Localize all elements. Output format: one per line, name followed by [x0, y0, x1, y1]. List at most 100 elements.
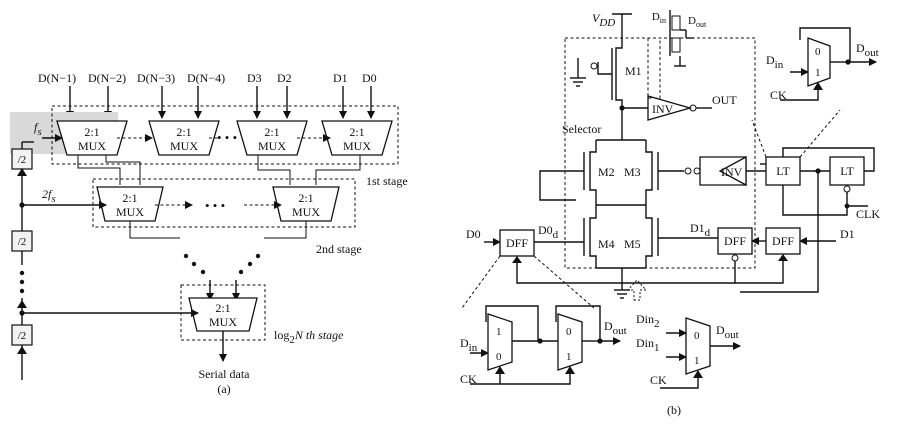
- mux-label-bottom: MUX: [209, 315, 237, 329]
- svg-text:/2: /2: [18, 236, 27, 248]
- caption-b: (b): [667, 403, 681, 417]
- svg-text:/2: /2: [18, 330, 27, 342]
- svg-text:Din: Din: [460, 336, 478, 354]
- mux-label-top: 2:1: [349, 125, 364, 139]
- inset-dff-master-slave: 1 0 Din 0 1 Dout CK: [460, 255, 627, 386]
- panel-b: VDD M1 INV OUT: [460, 10, 880, 417]
- clock-2fs-label: 2fs: [42, 187, 56, 205]
- svg-text:0: 0: [566, 326, 572, 338]
- svg-text:1: 1: [496, 326, 502, 338]
- svg-text:CK: CK: [770, 88, 787, 102]
- inset-2to1-mux: 0 1 Din2 Din1 Dout CK: [636, 312, 741, 389]
- svg-text:LT: LT: [840, 164, 854, 178]
- svg-text:1: 1: [694, 355, 700, 367]
- svg-text:0: 0: [694, 330, 700, 342]
- transistor-m4: M4: [583, 205, 615, 268]
- dff-d0: DFF: [499, 229, 535, 263]
- mux-label-bottom: MUX: [343, 139, 371, 153]
- out-label: OUT: [712, 93, 737, 107]
- stage-last-label: log2N th stage: [274, 328, 344, 346]
- svg-text:CK: CK: [650, 373, 667, 387]
- input-label-d1: D1: [333, 71, 348, 85]
- svg-text:Dout: Dout: [604, 319, 627, 337]
- svg-text:1: 1: [566, 351, 572, 363]
- mux-label-bottom: MUX: [170, 139, 198, 153]
- mux-label-top: 2:1: [176, 125, 191, 139]
- input-label-d0: D0: [362, 71, 377, 85]
- latch-lt-1: LT: [765, 156, 801, 186]
- input-arrows: [66, 86, 375, 119]
- stage-2-box: [92, 178, 356, 228]
- stage-1-label: 1st stage: [366, 174, 408, 188]
- output-inverter: INV OUT: [647, 93, 737, 121]
- mux-1-3: 2:1 MUX: [236, 120, 308, 156]
- vdd-label: VDD: [592, 11, 615, 29]
- input-label-dn1: D(N−1): [38, 71, 76, 85]
- mux-label-bottom: MUX: [258, 139, 286, 153]
- selector-label: Selector: [562, 122, 601, 136]
- mux-1-4: 2:1 MUX: [321, 120, 393, 156]
- svg-text:0: 0: [496, 351, 502, 363]
- svg-text:Din2: Din2: [636, 312, 660, 330]
- input-label-d3: D3: [247, 71, 262, 85]
- svg-text:M1: M1: [625, 64, 642, 78]
- mux-2-1: 2:1 MUX: [96, 186, 164, 222]
- inset-latch-mux: 0 1 Din Dout CK: [766, 27, 879, 102]
- d1d-label: D1d: [690, 221, 711, 239]
- svg-text:INV: INV: [721, 165, 743, 179]
- stage-1-dots: • • •: [217, 130, 237, 145]
- latch-lt-2: LT: [829, 156, 865, 193]
- svg-text:Dout: Dout: [856, 41, 879, 59]
- selector-detail-arrow: [626, 279, 648, 301]
- divider-chain: /2 /2 /2: [11, 141, 34, 380]
- svg-text:Din1: Din1: [636, 336, 660, 354]
- stage-2-dots: • • •: [205, 198, 225, 213]
- inset-inverter-transistor: Din Dout: [647, 10, 707, 99]
- d0-input-label: D0: [466, 227, 481, 241]
- mux-label-bottom: MUX: [116, 205, 144, 219]
- ground-icon: [614, 289, 630, 299]
- svg-text:CK: CK: [460, 372, 477, 386]
- svg-text:0: 0: [815, 46, 821, 58]
- mux-2-2: 2:1 MUX: [272, 186, 340, 222]
- converging-dots: [183, 253, 261, 275]
- transistor-m3: M3: [624, 140, 659, 205]
- svg-text:LT: LT: [776, 164, 790, 178]
- mux-label-top: 2:1: [84, 125, 99, 139]
- input-label-dn2: D(N−2): [88, 71, 126, 85]
- serial-data-label: Serial data: [199, 367, 251, 381]
- mux-label-top: 2:1: [122, 191, 137, 205]
- stage-2-label: 2nd stage: [316, 242, 362, 256]
- ground-icon: [570, 58, 586, 87]
- transistor-m1: M1: [590, 40, 642, 128]
- d0d-label: D0d: [538, 223, 559, 241]
- svg-text:Dout: Dout: [688, 15, 707, 29]
- input-label-d2: D2: [277, 71, 292, 85]
- clk-label: CLK: [856, 207, 880, 221]
- stage-1-box: [51, 105, 399, 165]
- svg-text:M5: M5: [624, 237, 641, 251]
- svg-text:M3: M3: [624, 165, 641, 179]
- svg-text:INV: INV: [652, 102, 674, 116]
- transistor-m5: M5: [624, 205, 659, 268]
- dff-d1-b: DFF: [765, 227, 801, 261]
- loop-inverter: INV: [684, 155, 747, 187]
- transistor-m2: M2: [583, 140, 615, 205]
- svg-text:M2: M2: [598, 165, 615, 179]
- svg-text:Din: Din: [766, 53, 784, 71]
- mux-label-top: 2:1: [264, 125, 279, 139]
- svg-text:Din: Din: [652, 11, 666, 25]
- dff-d1-a: DFF: [717, 227, 753, 262]
- svg-text:DFF: DFF: [772, 234, 794, 248]
- mux-label-bottom: MUX: [292, 205, 320, 219]
- mux-1-2: 2:1 MUX: [148, 120, 220, 156]
- input-label-dn4: D(N−4): [187, 71, 225, 85]
- mux-1-1: 2:1 MUX: [56, 120, 128, 156]
- svg-text:1: 1: [815, 67, 821, 79]
- svg-text:DFF: DFF: [724, 234, 746, 248]
- caption-a: (a): [217, 382, 230, 396]
- panel-a: D(N−1) D(N−2) D(N−3) D(N−4) D3 D2 D1 D0 …: [10, 71, 408, 396]
- svg-text:M4: M4: [598, 237, 615, 251]
- input-label-dn3: D(N−3): [137, 71, 175, 85]
